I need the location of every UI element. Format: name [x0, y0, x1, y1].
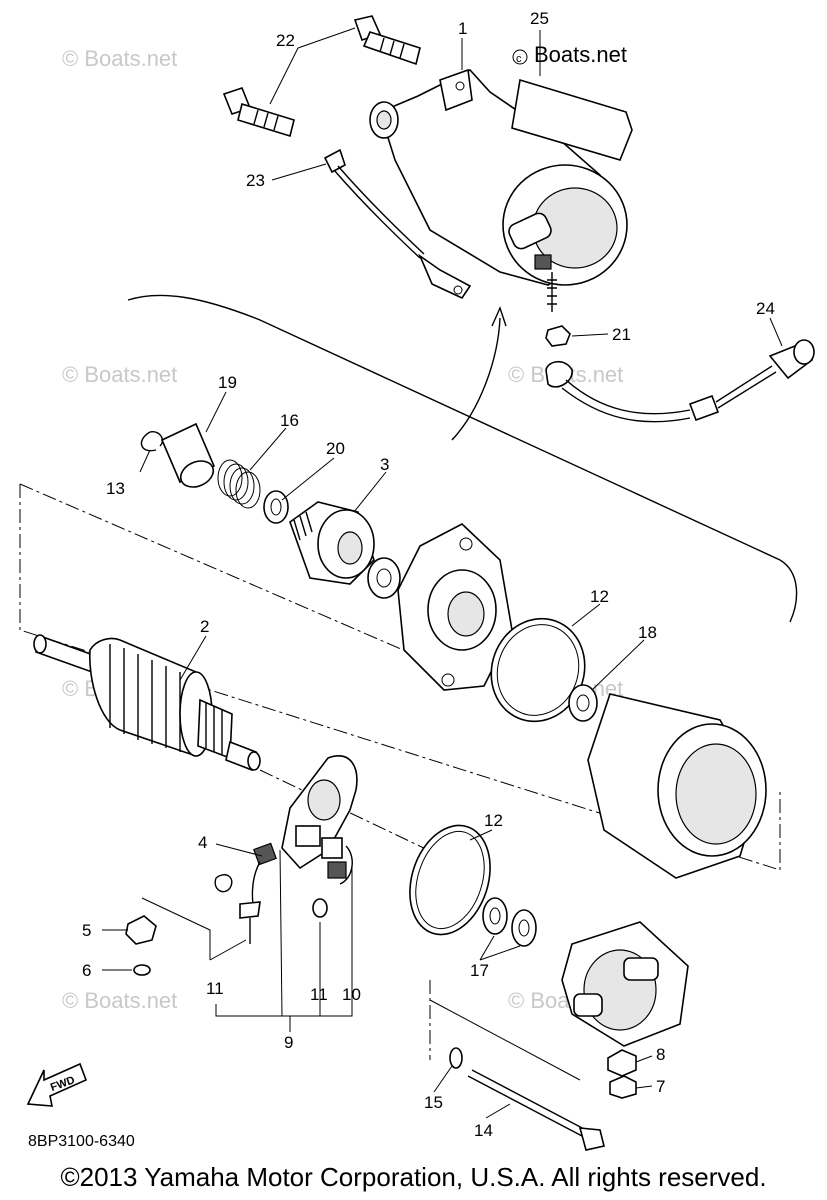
- brush-holder: [214, 755, 358, 944]
- watermark-text: © Boats.net: [62, 988, 177, 1013]
- o-ring-inner: [415, 830, 485, 930]
- washer-hole: [376, 568, 392, 588]
- callout-22: 22: [276, 31, 295, 50]
- svg-text:Boats.net: Boats.net: [534, 42, 627, 67]
- callout-15: 15: [424, 1093, 443, 1112]
- bolt-pair: [222, 15, 421, 138]
- washer: [133, 964, 151, 976]
- callout-12: 12: [484, 811, 503, 830]
- lead-wire: [323, 148, 472, 300]
- through-bolt: [467, 1069, 605, 1151]
- callout-12: 12: [590, 587, 609, 606]
- rear-cover: [561, 921, 689, 1047]
- arrow-head: [491, 306, 507, 327]
- o-ring: [409, 824, 491, 936]
- washer-hole: [576, 694, 590, 712]
- watermark-text: © Boats.net: [62, 46, 177, 71]
- callout-1: 1: [458, 19, 467, 38]
- label-plate: [511, 78, 633, 161]
- callout-9: 9: [284, 1033, 293, 1052]
- yoke-tube: [587, 693, 767, 879]
- callout-24: 24: [756, 299, 775, 318]
- washer-hole: [489, 907, 501, 925]
- curved-arrow: [451, 317, 501, 441]
- copyright-notice: ©2013 Yamaha Motor Corporation, U.S.A. A…: [60, 1162, 767, 1192]
- callout-3: 3: [380, 455, 389, 474]
- callout-8: 8: [656, 1045, 665, 1064]
- alignment-line: [19, 484, 781, 871]
- drive-gear: [289, 501, 375, 585]
- callout-2: 2: [200, 617, 209, 636]
- callout-11: 11: [310, 985, 328, 1004]
- o-ring-inner: [496, 624, 580, 716]
- callout-13: 13: [106, 479, 125, 498]
- callout-5: 5: [82, 921, 91, 940]
- circlip: [140, 431, 164, 452]
- sleeve: [160, 422, 216, 488]
- callout-19: 19: [218, 373, 237, 392]
- callout-14: 14: [474, 1121, 493, 1140]
- watermark-top-right: c Boats.net: [512, 42, 627, 67]
- leader-lines: [102, 27, 783, 1119]
- alignment-line: [19, 483, 455, 673]
- svg-text:c: c: [516, 53, 522, 65]
- callout-17: 17: [470, 961, 489, 980]
- callout-18: 18: [638, 623, 657, 642]
- forward-arrow-icon: FWD: [26, 1062, 88, 1107]
- callout-4: 4: [198, 833, 207, 852]
- nut: [609, 1075, 637, 1099]
- nut: [607, 1049, 637, 1077]
- spring: [217, 459, 261, 509]
- callout-25: 25: [530, 9, 549, 28]
- callout-11: 11: [206, 979, 224, 998]
- washer-hole: [518, 919, 530, 937]
- callout-23: 23: [246, 171, 265, 190]
- washer: [367, 557, 401, 599]
- callout-7: 7: [656, 1077, 665, 1096]
- washer: [263, 490, 289, 524]
- callout-6: 6: [82, 961, 91, 980]
- callout-21: 21: [612, 325, 631, 344]
- callout-16: 16: [280, 411, 299, 430]
- washer: [511, 909, 537, 947]
- front-bracket: [397, 523, 513, 691]
- washer: [482, 897, 508, 935]
- watermark-text: © Boats.net: [62, 362, 177, 387]
- nut-and-cable: [545, 325, 815, 423]
- callout-10: 10: [342, 985, 361, 1004]
- group-bracket: [127, 294, 798, 623]
- washer: [568, 684, 598, 722]
- washer: [449, 1047, 463, 1069]
- armature: [33, 634, 261, 772]
- callout-20: 20: [326, 439, 345, 458]
- diagram-code: 8BP3100-6340: [28, 1133, 135, 1150]
- nut: [125, 915, 157, 945]
- starter-motor-assembly: [369, 68, 628, 312]
